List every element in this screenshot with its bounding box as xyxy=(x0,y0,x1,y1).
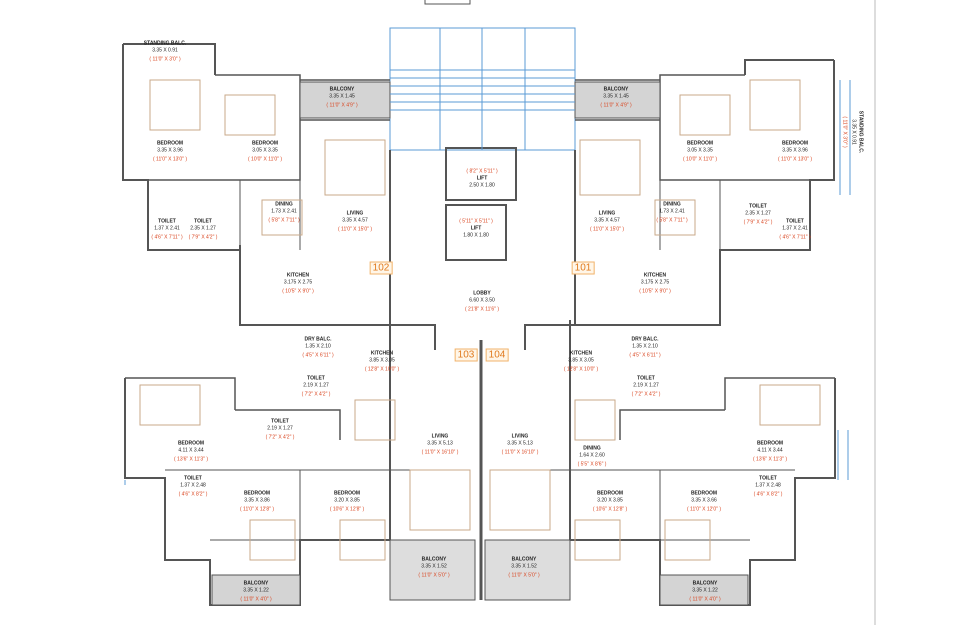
furniture xyxy=(139,79,821,561)
room-label-dry-balcony: DRY BALC.1.35 X 2.10( 4'5" X 6'11" ) xyxy=(302,336,334,359)
room-label-dry-balcony: DRY BALC.1.35 X 2.10( 4'5" X 6'11" ) xyxy=(629,336,661,359)
balcony-101 xyxy=(574,81,661,119)
balcony-103 xyxy=(211,574,301,606)
unit-103-walls xyxy=(124,320,391,606)
balcony-102 xyxy=(299,81,391,119)
lobby-walls xyxy=(390,324,575,350)
room-label-standing-balcony: STANDING BALC.3.35 X 0.91( 11'0" X 3'0" … xyxy=(143,40,187,63)
title-box xyxy=(424,0,471,5)
balcony-104 xyxy=(659,574,749,606)
stair-treads xyxy=(124,28,851,485)
unit-number-tag: 102 xyxy=(369,261,393,275)
room-label-standing-balcony: STANDING BALC.3.35 X 0.91( 11'0" X 3'0" … xyxy=(841,110,864,154)
unit-104-walls xyxy=(569,320,836,606)
lift-2-shaft xyxy=(445,204,507,261)
unit-101-walls xyxy=(574,59,835,326)
unit-number-tag: 103 xyxy=(454,348,478,362)
unit-number-tag: 101 xyxy=(571,261,595,275)
lift-1-shaft xyxy=(445,147,517,201)
unit-number-tag: 104 xyxy=(485,348,509,362)
